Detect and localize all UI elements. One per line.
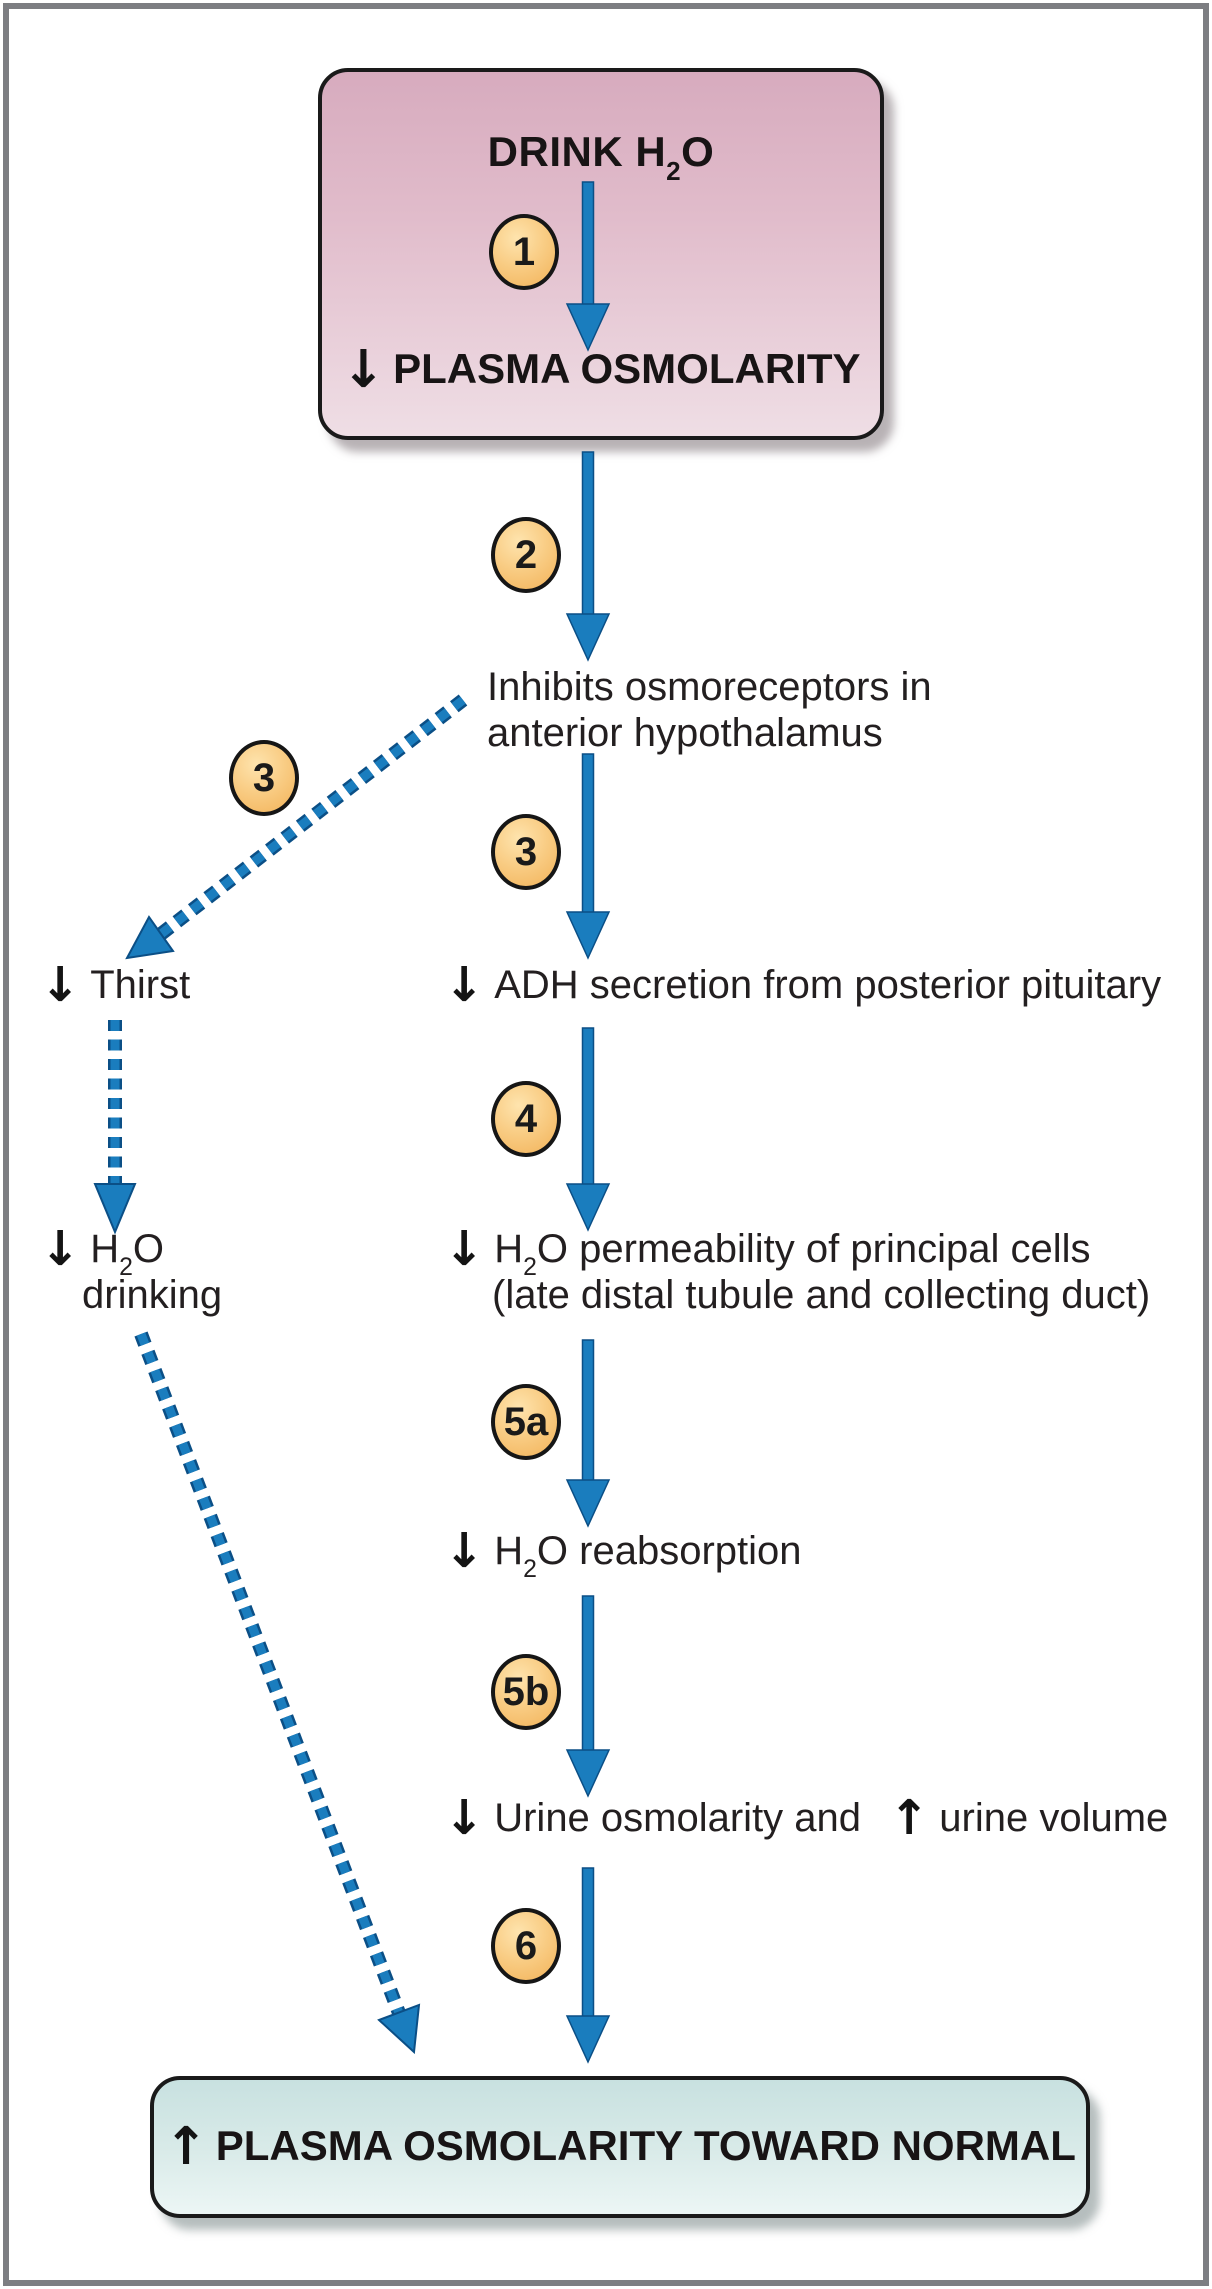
drink-h2o-text: DRINK H: [487, 128, 667, 175]
badge-step-1: 1: [489, 214, 559, 290]
permeability-h: H: [494, 1227, 524, 1271]
down-arrow-icon: ↓: [341, 340, 386, 400]
h2o-subscript: 2: [666, 156, 682, 187]
arrow-step3-right: [565, 753, 611, 960]
down-arrow-icon: ↓: [444, 957, 485, 1013]
down-arrow-icon: ↓: [40, 1221, 81, 1277]
reabsorption-text: reabsorption: [568, 1529, 802, 1573]
node-osmoreceptors: Inhibits osmoreceptors in anterior hypot…: [487, 664, 932, 756]
badge-step-2: 2: [491, 517, 561, 593]
arrow-step5a: [565, 1339, 611, 1528]
solid-arrows: [565, 181, 611, 2064]
badge-step-5a: 5a: [491, 1384, 561, 1460]
osmoreceptors-line2: anterior hypothalamus: [487, 711, 883, 755]
dashed-arrow-thirst-to-drinking: [93, 1020, 137, 1235]
node-urine: ↓Urine osmolarity and↑urine volume: [444, 1794, 1169, 1842]
badge-step-3-right: 3: [491, 814, 561, 890]
urine-osmolarity-text: Urine osmolarity and: [494, 1796, 862, 1840]
node-thirst: ↓Thirst: [40, 961, 191, 1009]
h2o-subscript: 2: [523, 1556, 537, 1584]
h2o-subscript: 2: [119, 1254, 133, 1282]
permeability-o: O: [536, 1227, 569, 1271]
badge-step-3-left: 3: [229, 740, 299, 816]
down-arrow-icon: ↓: [444, 1790, 485, 1846]
h2o-subscript: 2: [523, 1254, 537, 1282]
adh-text: ADH secretion from posterior pituitary: [494, 963, 1162, 1007]
dashed-arrows: [93, 694, 468, 2055]
arrow-step5b: [565, 1595, 611, 1798]
badge-step-4: 4: [491, 1081, 561, 1157]
h2o-drinking-h: H: [90, 1227, 120, 1271]
permeability-text: permeability of principal cells: [568, 1227, 1091, 1271]
osmoreceptors-line1: Inhibits osmoreceptors in: [487, 665, 932, 709]
node-drink-h2o-box: DRINK H2O ↓PLASMA OSMOLARITY: [318, 68, 884, 440]
up-arrow-icon: ↑: [164, 2117, 208, 2177]
thirst-text: Thirst: [90, 963, 191, 1007]
plasma-normal-text: PLASMA OSMOLARITY TOWARD NORMAL: [215, 2122, 1076, 2169]
permeability-line2: (late distal tubule and collecting duct): [492, 1273, 1151, 1317]
node-adh-secretion: ↓ADH secretion from posterior pituitary: [444, 961, 1162, 1009]
arrow-step2: [565, 451, 611, 662]
node-plasma-normal-box: ↑PLASMA OSMOLARITY TOWARD NORMAL: [150, 2076, 1090, 2218]
node-h2o-reabsorption: ↓H2O reabsorption: [444, 1527, 802, 1582]
dashed-arrow-step3-left: [125, 694, 468, 960]
arrow-step6: [565, 1867, 611, 2064]
urine-volume-text: urine volume: [939, 1796, 1169, 1840]
down-arrow-icon: ↓: [444, 1523, 485, 1579]
badge-step-6: 6: [491, 1908, 561, 1984]
h2o-oxygen: O: [681, 128, 715, 175]
plasma-normal-label: ↑PLASMA OSMOLARITY TOWARD NORMAL: [164, 2117, 1076, 2177]
node-h2o-permeability: ↓H2O permeability of principal cells (la…: [444, 1225, 1151, 1318]
reabsorption-o: O: [536, 1529, 569, 1573]
arrow-step1: [565, 181, 611, 352]
down-arrow-icon: ↓: [444, 1221, 485, 1277]
dashed-arrow-drinking-to-normal: [134, 1331, 421, 2055]
h2o-drinking-o: O: [132, 1227, 165, 1271]
reabsorption-h: H: [494, 1529, 524, 1573]
badge-step-5b: 5b: [491, 1654, 561, 1730]
arrow-step4: [565, 1027, 611, 1232]
plasma-osmolarity-label: ↓PLASMA OSMOLARITY: [322, 340, 880, 400]
down-arrow-icon: ↓: [40, 957, 81, 1013]
drink-h2o-title: DRINK H2O: [322, 128, 880, 184]
up-arrow-icon: ↑: [889, 1790, 930, 1846]
plasma-osmolarity-text: PLASMA OSMOLARITY: [393, 345, 861, 392]
node-h2o-drinking: ↓H2O drinking: [40, 1225, 223, 1318]
h2o-drinking-line2: drinking: [82, 1273, 223, 1317]
